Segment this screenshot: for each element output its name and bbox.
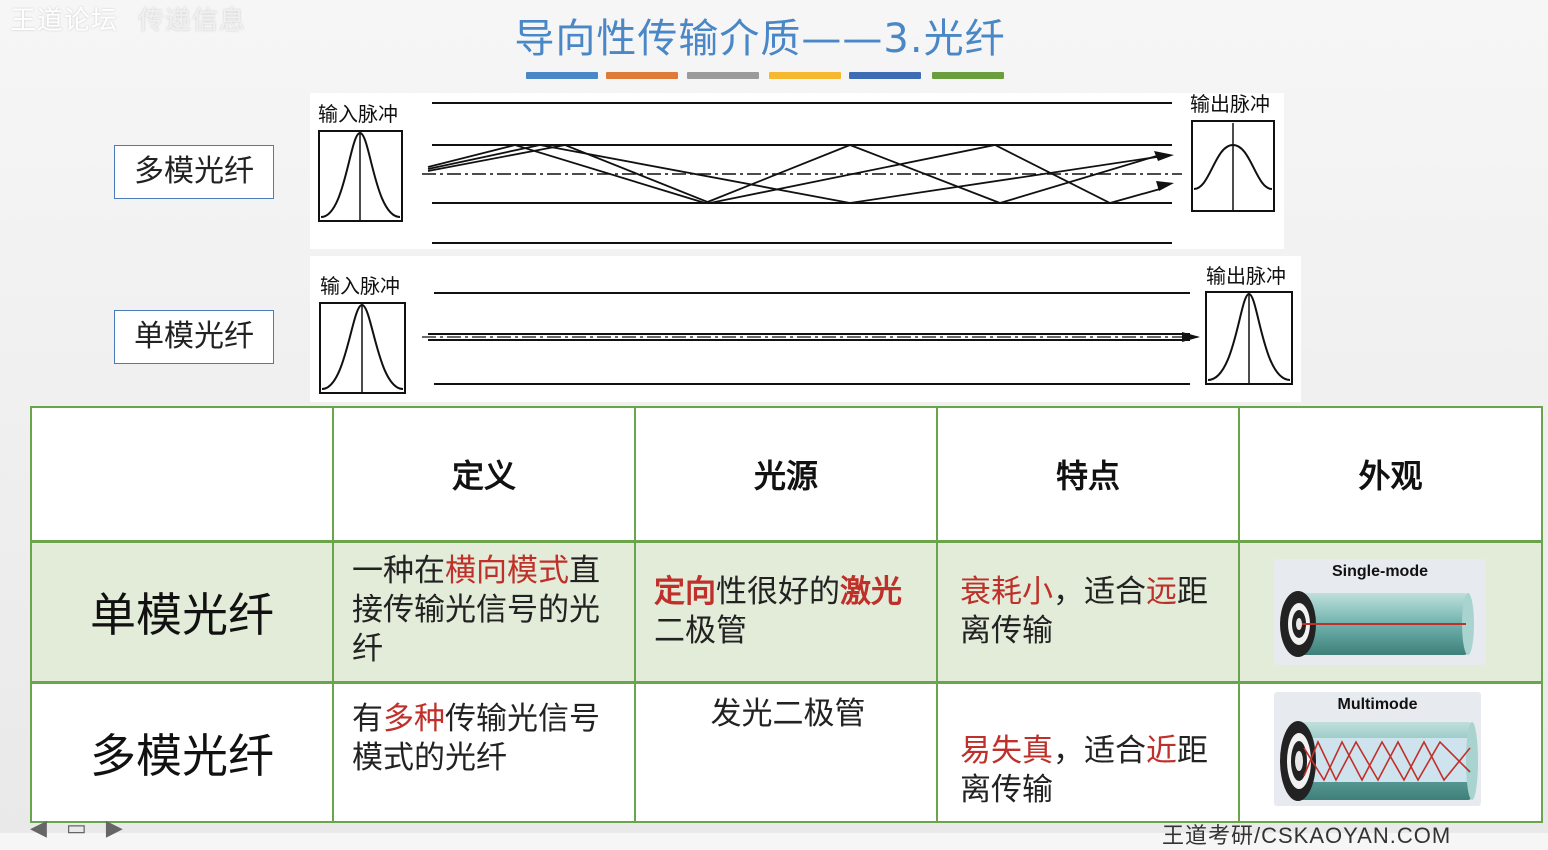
multimode-input-pulse	[320, 131, 401, 218]
singlemode-input-box	[319, 302, 406, 394]
text: 距离传输	[960, 732, 1208, 808]
table-row-singlemode: 单模光纤 一种在横向模式直接传输光信号的光纤 定向性很好的激光二极管 衰耗小，适…	[30, 540, 1543, 684]
header-definition: 定义	[332, 406, 636, 543]
cell-singlemode-appearance: Single-mode	[1238, 540, 1543, 684]
page-title: 导向性传输介质——3.光纤	[514, 16, 1006, 62]
row-name-multimode: 多模光纤	[30, 681, 334, 823]
title-bar-2	[606, 72, 678, 79]
cell-multimode-definition: 有多种传输光信号模式的光纤	[332, 681, 636, 823]
next-arrow-icon[interactable]: ▶	[105, 816, 123, 841]
multimode-output-label: 输出脉冲	[1190, 93, 1270, 116]
text: 距离传输	[960, 574, 1208, 649]
header-appearance: 外观	[1238, 406, 1543, 543]
multimode-fiber-image: Multimode	[1274, 692, 1481, 806]
multimode-arrow-2	[1156, 181, 1174, 191]
singlemode-input-pulse	[321, 303, 404, 390]
cell-multimode-source: 发光二极管	[634, 681, 938, 823]
text: 性很好的	[716, 574, 840, 610]
slide-icon[interactable]: ▭	[66, 816, 87, 841]
highlight: 横向模式	[445, 552, 569, 589]
text: ，适合	[1053, 732, 1146, 769]
watermark-sub: 传递信息	[138, 6, 247, 36]
row-name-singlemode: 单模光纤	[30, 540, 334, 684]
singlemode-output-pulse	[1207, 292, 1291, 381]
multimode-ray-3	[427, 144, 1171, 204]
highlight: 远	[1146, 574, 1177, 610]
watermark: 王道论坛传递信息	[10, 0, 246, 37]
footer-brand: 王道考研/CSKAOYAN.COM	[1162, 823, 1452, 848]
multimode-diagram: 输入脉冲 输出脉冲	[310, 93, 1284, 249]
header-empty	[30, 406, 334, 543]
multimode-output-pulse	[1193, 143, 1273, 190]
multimode-arrow-1	[1154, 151, 1174, 161]
singlemode-label: 单模光纤	[114, 310, 274, 364]
highlight: 易失真	[960, 732, 1053, 769]
text: 直接传输光信号的光纤	[352, 552, 600, 667]
multimode-input-label: 输入脉冲	[318, 102, 398, 126]
prev-arrow-icon[interactable]: ◀	[30, 816, 47, 841]
header-light-source: 光源	[634, 406, 938, 543]
title-bar-4	[769, 72, 841, 79]
header-features: 特点	[936, 406, 1240, 543]
text: ，适合	[1053, 574, 1146, 610]
multimode-output-box	[1191, 120, 1275, 212]
title-bar-1	[526, 72, 598, 79]
title-bar-5	[849, 72, 921, 79]
highlight: 衰耗小	[960, 574, 1053, 610]
text: 一种在	[352, 552, 445, 589]
cell-multimode-appearance: Multimode	[1238, 681, 1543, 823]
cell-singlemode-definition: 一种在横向模式直接传输光信号的光纤	[332, 540, 636, 684]
singlemode-arrow	[1182, 332, 1200, 342]
title-bar-3	[687, 72, 759, 79]
multimode-caption: Multimode	[1337, 696, 1418, 713]
multimode-label: 多模光纤	[114, 145, 274, 199]
multimode-input-box	[318, 130, 403, 222]
singlemode-diagram: 输入脉冲 输出脉冲	[310, 256, 1301, 402]
title-bar-6	[932, 72, 1004, 79]
singlemode-input-label: 输入脉冲	[320, 274, 400, 298]
table-header-row: 定义 光源 特点 外观	[30, 406, 1543, 543]
highlight: 多种	[383, 700, 445, 737]
cell-singlemode-features: 衰耗小，适合远距离传输	[936, 540, 1240, 684]
slide-nav: ◀ ▭ ▶	[30, 816, 137, 841]
cell-singlemode-source: 定向性很好的激光二极管	[634, 540, 938, 684]
text: 二极管	[654, 613, 747, 649]
watermark-brand: 王道论坛	[10, 6, 119, 36]
multimode-ray-2	[427, 144, 1161, 204]
highlight: 近	[1146, 732, 1177, 769]
highlight: 定向	[654, 574, 716, 610]
singlemode-output-label: 输出脉冲	[1206, 264, 1286, 288]
comparison-table: 定义 光源 特点 外观 单模光纤 一种在横向模式直接传输光信号的光纤 定向性很好…	[30, 406, 1543, 823]
multimode-ray-1	[427, 144, 1161, 204]
text: 有	[352, 700, 383, 737]
singlemode-fiber-image: Single-mode	[1274, 559, 1486, 665]
text: 传输光信号模式的光纤	[352, 700, 600, 776]
text: 发光二极管	[710, 695, 866, 732]
highlight: 激光	[840, 574, 902, 610]
singlemode-caption: Single-mode	[1331, 563, 1428, 580]
table-row-multimode: 多模光纤 有多种传输光信号模式的光纤 发光二极管 易失真，适合近距离传输 Mul…	[30, 681, 1543, 823]
singlemode-output-box	[1205, 291, 1293, 385]
cell-multimode-features: 易失真，适合近距离传输	[936, 681, 1240, 823]
